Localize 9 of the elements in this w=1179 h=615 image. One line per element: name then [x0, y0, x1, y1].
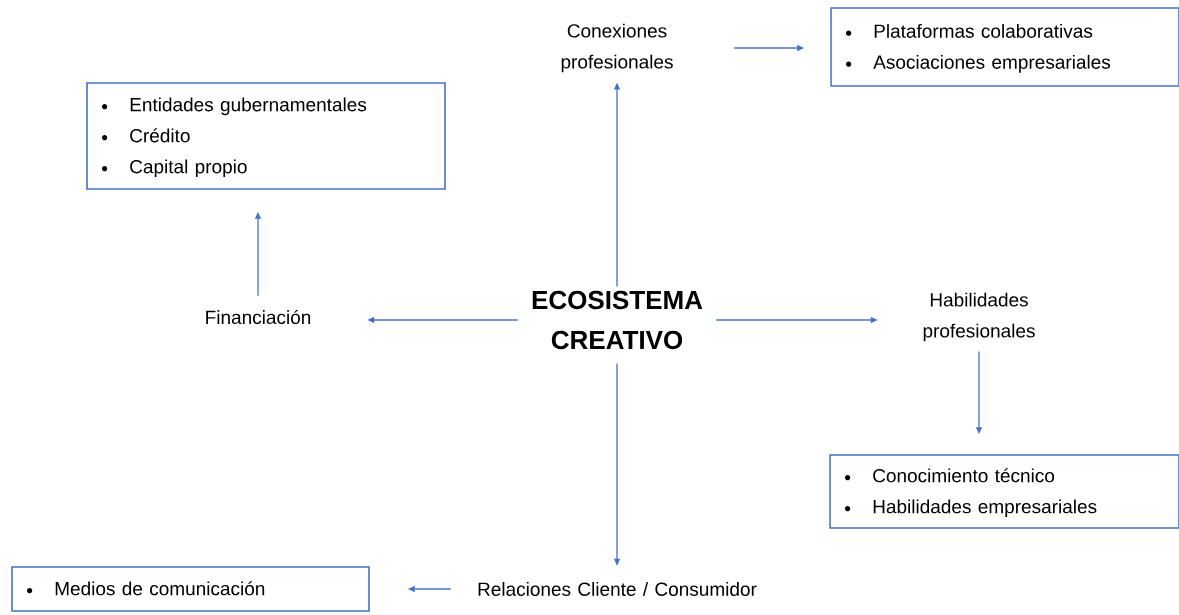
topic-label: Conexiones profesionales	[561, 23, 673, 73]
topic-label: Relaciones Cliente / Consumidor	[478, 582, 757, 596]
bullet-list-box: Conocimiento técnico Habilidades empresariales	[829, 454, 1179, 529]
bullet-list-box: Medios de comunicación	[11, 566, 370, 612]
bullet-list-box: Plataformas colaborativas Asociaciones empresariales	[830, 7, 1179, 87]
center-title: ECOSISTEMA CREATIVO	[532, 290, 703, 350]
bullet-list-box: Entidades gubernamentales Crédito Capital propio	[86, 82, 446, 190]
topic-label: Financiación	[206, 309, 311, 325]
topic-label: Habilidades profesionales	[923, 292, 1035, 342]
